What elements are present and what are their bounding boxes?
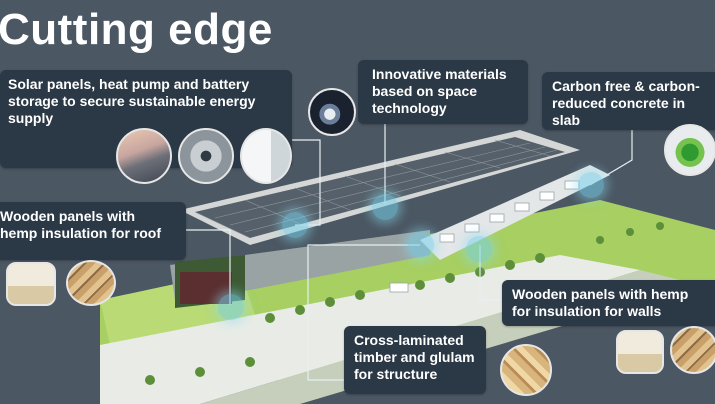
satellite-photo (308, 88, 356, 136)
leader-lines (186, 124, 633, 381)
callout-solar-energy-text: Solar panels, heat pump and battery stor… (8, 76, 256, 126)
wall-hemp-insulation-photo (616, 330, 664, 374)
heat-pump-photo (178, 128, 234, 184)
highlight-materials (372, 194, 398, 220)
hemp-insulation-photo (6, 262, 56, 306)
battery-storage-photo (240, 128, 292, 184)
highlight-structure (408, 232, 434, 258)
highlight-roof-solar (282, 212, 308, 238)
page-title: Cutting edge (0, 5, 273, 54)
green-plant-photo (664, 124, 715, 176)
callout-innovative-materials: Innovative materials based on space tech… (358, 60, 528, 124)
timber-structure-photo (500, 344, 552, 396)
callout-innovative-materials-text: Innovative materials based on space tech… (372, 66, 507, 116)
callout-carbon-concrete: Carbon free & carbon- reduced concrete i… (542, 72, 715, 130)
solar-panel-photo (116, 128, 172, 184)
callout-timber-structure: Cross-laminated timber and glulam for st… (344, 326, 486, 394)
callout-carbon-concrete-text: Carbon free & carbon- reduced concrete i… (552, 78, 700, 128)
wooden-panel-photo (66, 260, 116, 306)
highlight-concrete (578, 172, 604, 198)
loading-docks (420, 165, 610, 260)
callout-roof-panels: Wooden panels with hemp insulation for r… (0, 202, 186, 260)
wall-wooden-panel-photo (670, 326, 715, 374)
callout-roof-panels-text: Wooden panels with hemp insulation for r… (0, 208, 161, 241)
callout-wall-panels-text: Wooden panels with hemp for insulation f… (512, 286, 689, 319)
highlight-walls (466, 236, 492, 262)
callout-wall-panels: Wooden panels with hemp for insulation f… (502, 280, 715, 326)
callout-timber-structure-text: Cross-laminated timber and glulam for st… (354, 332, 475, 382)
highlight-roof-panels (218, 294, 244, 320)
